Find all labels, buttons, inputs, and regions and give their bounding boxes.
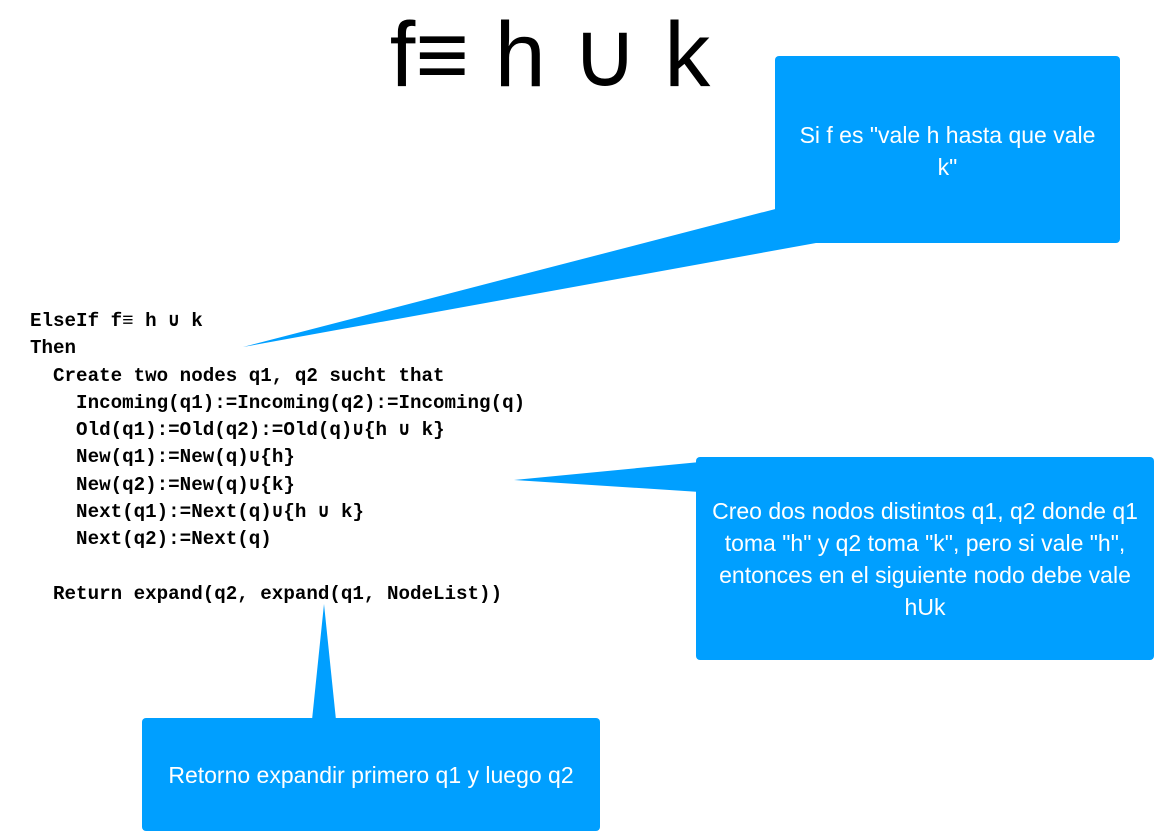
- code-line: Then: [30, 337, 77, 360]
- callout-top: Si f es "vale h hasta que vale k": [775, 56, 1120, 243]
- pointer-bottom: [312, 604, 336, 720]
- callout-right-text: Creo dos nodos distintos q1, q2 donde q1…: [712, 497, 1138, 620]
- code-line: New(q1):=New(q)∪{h}: [30, 446, 295, 469]
- callout-bottom-text: Retorno expandir primero q1 y luego q2: [168, 761, 574, 788]
- code-line: [30, 554, 690, 581]
- code-line: Incoming(q1):=Incoming(q2):=Incoming(q): [30, 391, 526, 414]
- code-block: ElseIf f≡ h ∪ k Then Create two nodes q1…: [30, 308, 690, 608]
- code-line: ElseIf f≡ h ∪ k: [30, 310, 203, 332]
- code-line: Return expand(q2, expand(q1, NodeList)): [30, 582, 503, 605]
- code-line: New(q2):=New(q)∪{k}: [30, 473, 295, 496]
- slide-title: f≡ h ∪ k: [389, 4, 711, 106]
- code-line: Next(q1):=Next(q)∪{h ∪ k}: [30, 501, 364, 524]
- code-line: Next(q2):=Next(q): [30, 528, 272, 551]
- callout-right: Creo dos nodos distintos q1, q2 donde q1…: [696, 457, 1154, 660]
- code-line: Old(q1):=Old(q2):=Old(q)∪{h ∪ k}: [30, 419, 445, 442]
- callout-top-text: Si f es "vale h hasta que vale k": [799, 122, 1096, 180]
- code-line: Create two nodes q1, q2 sucht that: [30, 364, 445, 387]
- callout-bottom: Retorno expandir primero q1 y luego q2: [142, 718, 600, 831]
